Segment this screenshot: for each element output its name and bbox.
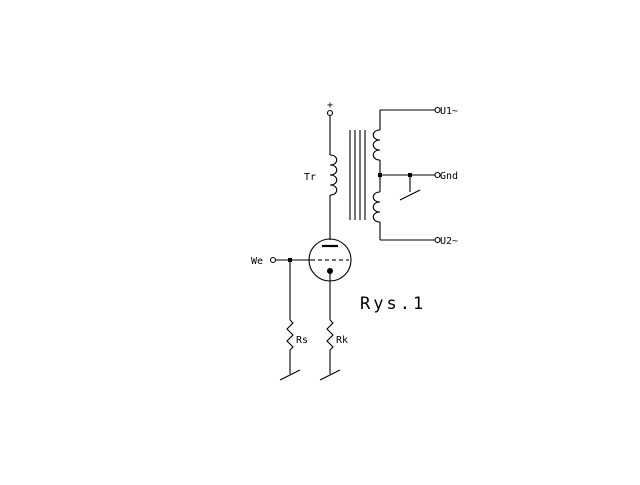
transformer-core: [349, 130, 366, 220]
grid-resistor: [279, 260, 301, 381]
output-bottom-label: U2~: [440, 236, 458, 247]
output-bottom-terminal: [434, 236, 441, 244]
output-top-label: U1~: [440, 106, 458, 117]
figure-title: Rys.1: [360, 294, 426, 314]
plus-label: +: [327, 100, 333, 111]
ground-label: Gnd: [440, 171, 458, 182]
input-terminal: [269, 256, 311, 264]
cathode-resistor-label: Rk: [336, 335, 348, 346]
ground-terminal: [434, 171, 441, 179]
transformer-secondary-top: [372, 109, 435, 192]
supply-terminal: [326, 109, 334, 155]
transformer-secondary-bottom: [372, 191, 435, 241]
grid-resistor-label: Rs: [296, 335, 308, 346]
transformer-label: Tr: [304, 172, 316, 183]
cathode-resistor: [319, 319, 341, 381]
transformer-primary-coil: [329, 154, 338, 240]
center-tap: [378, 173, 435, 201]
triode-tube-symbol: [308, 238, 352, 320]
output-top-terminal: [434, 106, 441, 114]
input-label: We: [251, 256, 263, 267]
